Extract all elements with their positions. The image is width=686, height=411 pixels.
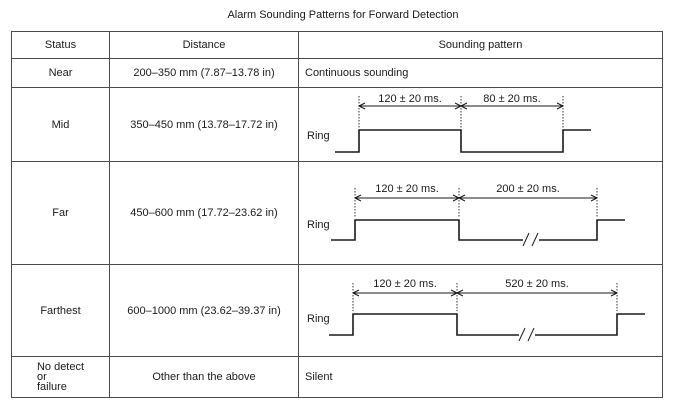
status-cell: Mid [11,87,110,162]
status-line: failure [36,380,67,393]
table-row-farthest: Farthest 600–1000 mm (23.62–39.37 in) 12… [11,264,663,357]
header-distance: Distance [109,31,299,59]
pattern-cell: Silent [298,356,663,398]
mid-timing-diagram: 120 ± 20 ms. 80 ± 20 ms. Ring [307,93,591,153]
ring-waveform [331,219,625,241]
status-line: or [36,370,47,383]
distance-cell: 600–1000 mm (23.62–39.37 in) [109,264,299,357]
pattern-cell: Continuous sounding [298,58,663,88]
table-title: Alarm Sounding Patterns for Forward Dete… [227,9,459,21]
off-time-label: 200 ± 20 ms. [496,183,560,195]
pattern-cell: 120 ± 20 ms. 520 ± 20 ms. Ring [298,264,663,357]
distance-cell: 450–600 mm (17.72–23.62 in) [109,161,299,265]
on-time-label: 120 ± 20 ms. [375,183,439,195]
ring-label: Ring [307,130,330,142]
table-row-no-detect: No detect or failure Other than the abov… [11,356,663,398]
alarm-pattern-table: Status Distance Sounding pattern Near 20… [11,31,663,398]
header-status: Status [11,31,110,59]
pattern-cell: 120 ± 20 ms. 200 ± 20 ms. Ring [298,161,663,265]
status-cell: Far [11,161,110,265]
on-time-label: 120 ± 20 ms. [378,93,442,105]
status-cell: Farthest [11,264,110,357]
header-row: Status Distance Sounding pattern [11,31,663,59]
time-break-mark [518,327,535,342]
table-row-far: Far 450–600 mm (17.72–23.62 in) 120 ± 20… [11,161,663,265]
distance-cell: 200–350 mm (7.87–13.78 in) [109,58,299,88]
table-row-near: Near 200–350 mm (7.87–13.78 in) Continuo… [11,58,663,88]
ring-label: Ring [307,313,330,325]
status-cell: No detect or failure [11,356,110,398]
off-time-label: 80 ± 20 ms. [483,93,540,105]
farthest-timing-diagram: 120 ± 20 ms. 520 ± 20 ms. Ring [307,278,645,342]
pattern-cell: 120 ± 20 ms. 80 ± 20 ms. Ring [298,87,663,162]
table-row-mid: Mid 350–450 mm (13.78–17.72 in) 120 ± 20… [11,87,663,162]
ring-label: Ring [307,219,330,231]
distance-cell: 350–450 mm (13.78–17.72 in) [109,87,299,162]
ring-waveform [329,313,645,336]
ring-waveform [335,129,591,153]
header-sounding-pattern: Sounding pattern [298,31,663,59]
time-break-mark [522,232,539,247]
status-line: No detect [36,360,85,373]
on-time-label: 120 ± 20 ms. [373,278,437,290]
off-time-label: 520 ± 20 ms. [505,278,569,290]
status-cell: Near [11,58,110,88]
distance-cell: Other than the above [109,356,299,398]
far-timing-diagram: 120 ± 20 ms. 200 ± 20 ms. Ring [307,183,625,247]
